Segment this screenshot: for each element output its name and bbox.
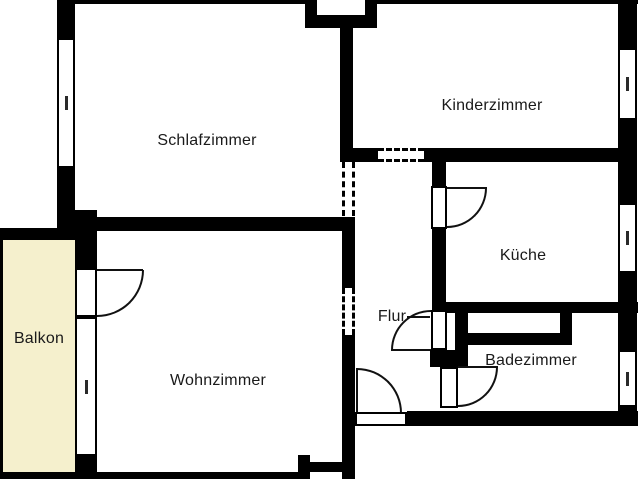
bottom-niche-stub: [298, 455, 310, 479]
wall-right-2: [618, 120, 637, 203]
window-tick: [626, 77, 629, 91]
entrance-door-swing-arc: [357, 368, 402, 413]
bad-door-leaf: [440, 367, 458, 408]
wall-top-left: [57, 0, 317, 4]
dashed-opening-wohnzimmer: [342, 288, 355, 335]
wall-schlafzimmer-bottom: [57, 217, 355, 231]
dashed-opening-schlafzimmer: [342, 162, 355, 216]
room-label-flur: Flur: [377, 308, 407, 325]
balcony-door-leaf: [75, 268, 97, 317]
window-schlafzimmer: [57, 38, 75, 168]
wall-kueche-left-lower: [432, 228, 446, 302]
flur-door-leaf: [431, 310, 447, 350]
kueche-door-swing-arc: [447, 188, 487, 228]
top-niche-lintel: [305, 15, 377, 28]
wall-hall-top-stub: [340, 148, 378, 162]
room-label-balkon: Balkon: [13, 330, 65, 347]
wall-bad-bottom: [407, 411, 638, 426]
wall-left-lower: [57, 166, 75, 218]
window-tick: [84, 379, 88, 394]
kueche-door-leaf: [431, 186, 447, 229]
wall-top-right: [365, 0, 638, 4]
wall-bad-niche-bottom: [468, 333, 572, 345]
wall-right-1: [618, 0, 637, 48]
window-kueche: [618, 203, 637, 273]
entrance-door-leaf: [355, 412, 407, 426]
wall-bad-niche-right: [560, 313, 572, 335]
window-badezimmer: [618, 350, 637, 407]
balcony-door-swing-arc: [97, 270, 144, 317]
wall-bad-mid-block: [430, 350, 468, 367]
wall-kinderzimmer-kueche: [424, 148, 618, 162]
wall-wohnzimmer-right-lower: [342, 335, 355, 479]
wall-kueche-left-upper: [432, 162, 446, 188]
window-wohnzimmer: [75, 317, 97, 456]
bottom-niche-lintel: [310, 462, 345, 472]
room-label-wohnzimmer: Wohnzimmer: [170, 372, 266, 389]
window-tick: [626, 231, 629, 245]
wall-wohnzimmer-right-upper: [342, 230, 355, 288]
wall-bottom-left: [0, 472, 310, 479]
window-tick: [626, 371, 629, 386]
dashed-opening-kinderzimmer: [378, 148, 424, 162]
window-tick: [64, 96, 68, 110]
wall-bad-left: [455, 313, 468, 352]
wall-balkon-top: [0, 228, 97, 240]
wall-kinderzimmer-left: [340, 27, 353, 148]
bad-door-swing-arc: [458, 367, 498, 407]
wall-kueche-bottom: [432, 302, 638, 313]
flur-label-pointer: [407, 316, 430, 318]
balcony-floor: [0, 238, 76, 479]
balcony-outer-edge: [0, 228, 3, 479]
flur-door-open-leaf: [391, 349, 431, 351]
wall-left-upper: [57, 0, 75, 40]
window-kinderzimmer: [618, 48, 637, 120]
room-label-badezimmer: Badezimmer: [485, 352, 577, 369]
room-label-kinderzimmer: Kinderzimmer: [441, 97, 543, 114]
wall-west-upper: [75, 240, 97, 268]
room-label-schlafzimmer: Schlafzimmer: [157, 132, 257, 149]
room-label-kueche: Küche: [499, 247, 547, 264]
